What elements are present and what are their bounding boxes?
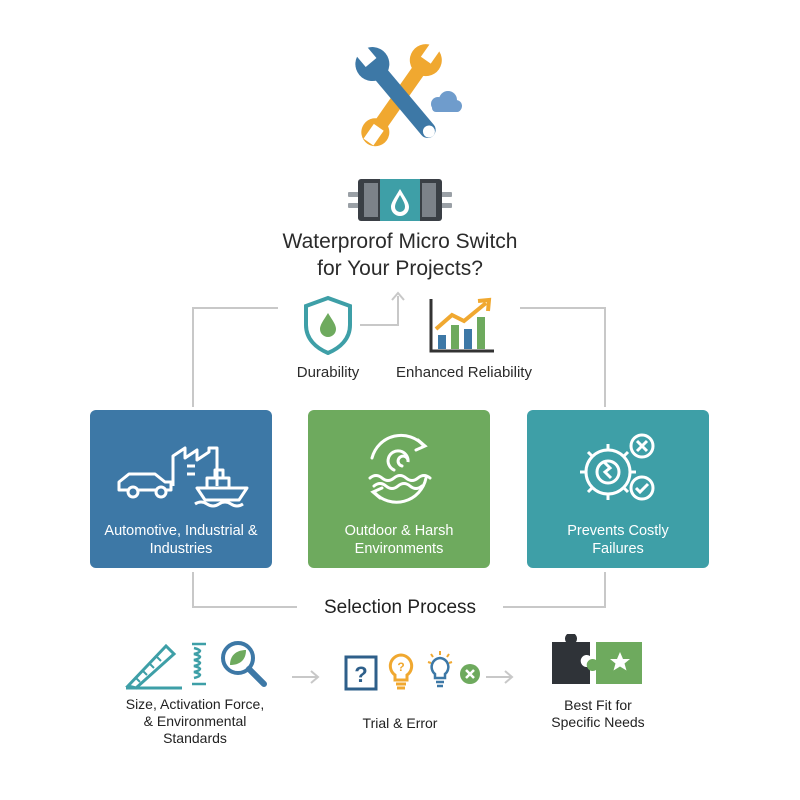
page-title: Waterprorof Micro Switch for Your Projec… bbox=[200, 228, 600, 282]
micro-switch-icon bbox=[348, 179, 452, 221]
svg-text:?: ? bbox=[354, 662, 367, 687]
step-size-label: Size, Activation Force, & Environmental … bbox=[125, 696, 265, 746]
card-outdoor-harsh: Outdoor & Harsh Environments bbox=[308, 410, 490, 568]
step-bestfit-label: Best Fit for Specific Needs bbox=[551, 697, 645, 730]
ruler-icon bbox=[125, 643, 182, 690]
card-automotive-label: Automotive, Industrial & Industries bbox=[104, 523, 258, 557]
lightbulb-question-icon: ? bbox=[388, 653, 414, 690]
question-box-icon: ? bbox=[344, 655, 378, 691]
shield-drop-icon bbox=[304, 295, 352, 355]
magnifier-leaf-icon bbox=[221, 641, 267, 687]
title-line-1: Waterprorof Micro Switch bbox=[282, 230, 518, 253]
benefit-durability-label: Durability bbox=[296, 364, 360, 381]
title-line-2: for Your Projects? bbox=[317, 257, 483, 280]
benefit-reliability-label: Enhanced Reliability bbox=[396, 364, 532, 381]
step-trial-label: Trial & Error bbox=[362, 715, 438, 731]
card-outdoor-label: Outdoor & Harsh Environments bbox=[344, 523, 454, 557]
process-title: Selection Process bbox=[323, 597, 477, 618]
car-factory-ship-icon bbox=[117, 446, 249, 508]
svg-text:?: ? bbox=[397, 660, 404, 674]
spring-icon bbox=[192, 642, 206, 686]
water-wave-icon bbox=[368, 433, 432, 504]
broken-gear-icon bbox=[580, 433, 655, 501]
lightbulb-x-icon bbox=[427, 651, 480, 688]
card-failures-label: Prevents Costly Failures bbox=[567, 523, 669, 557]
wrench-cross-icon bbox=[354, 42, 462, 147]
card-automotive-industrial: Automotive, Industrial & Industries bbox=[90, 410, 272, 568]
puzzle-pieces-icon bbox=[552, 634, 642, 684]
growth-chart-icon bbox=[429, 297, 494, 353]
card-prevents-failures: Prevents Costly Failures bbox=[527, 410, 709, 568]
